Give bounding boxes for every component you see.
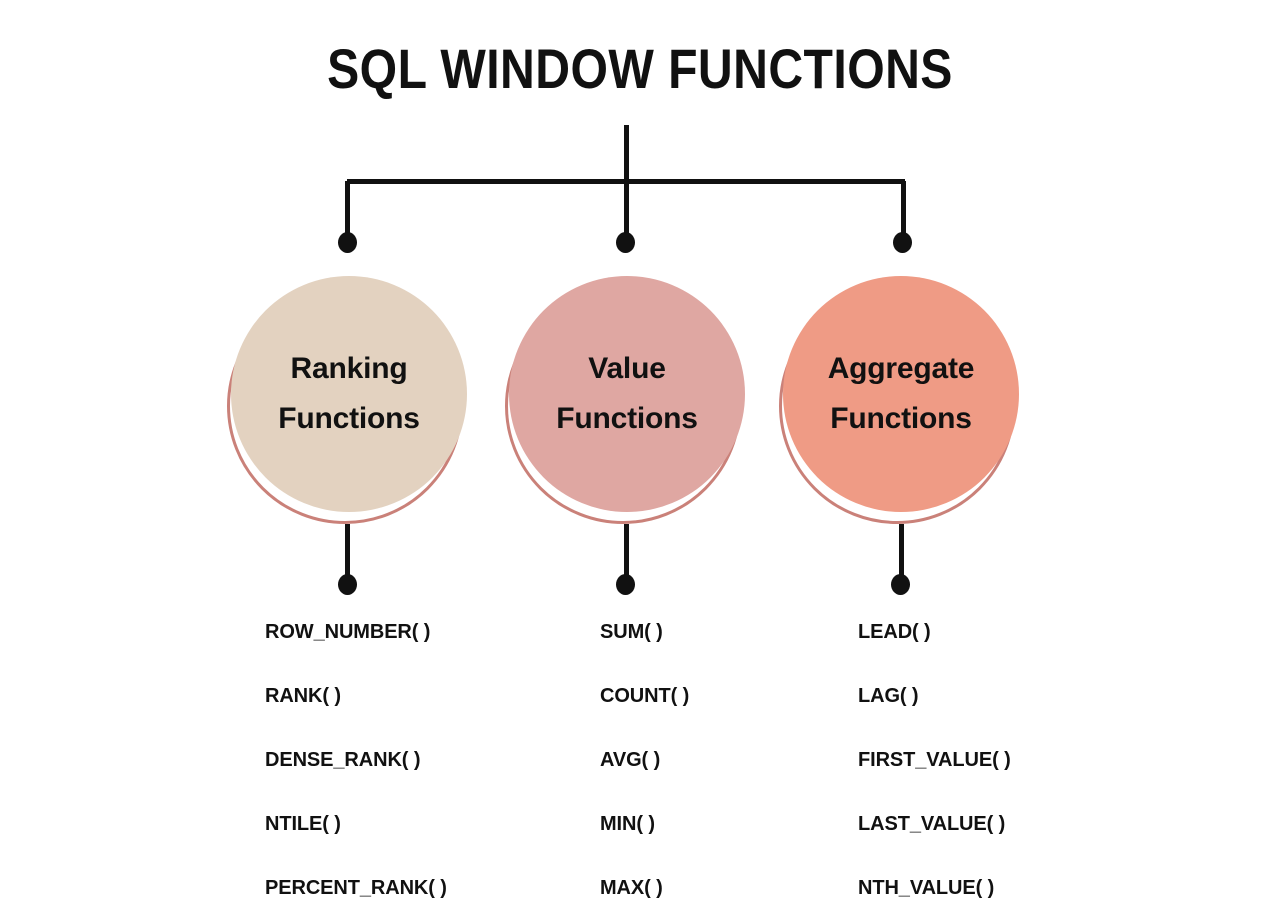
bubble-fill-value: Value Functions <box>509 276 745 512</box>
node-dot-bottom-middle <box>616 574 635 595</box>
function-item: SUM( ) <box>600 621 663 643</box>
bubble-label-ranking: Ranking Functions <box>278 352 420 435</box>
function-item: RANK( ) <box>265 685 341 707</box>
node-dot-top-right <box>893 232 912 253</box>
connector-stem-top <box>624 125 629 183</box>
function-item: PERCENT_RANK( ) <box>265 877 447 899</box>
connector-drop-left <box>345 181 350 241</box>
function-item: MAX( ) <box>600 877 663 899</box>
connector-drop2-left <box>345 524 350 580</box>
bubble-aggregate-functions[interactable]: Aggregate Functions <box>779 276 1023 526</box>
function-list-aggregate: LEAD( ) LAG( ) FIRST_VALUE( ) LAST_VALUE( )… <box>858 600 1011 920</box>
connector-drop-middle <box>624 181 629 241</box>
function-item: DENSE_RANK( ) <box>265 749 421 771</box>
node-dot-bottom-left <box>338 574 357 595</box>
function-item: LEAD( ) <box>858 621 931 643</box>
function-item: LAST_VALUE( ) <box>858 813 1006 835</box>
bubble-value-functions[interactable]: Value Functions <box>505 276 749 526</box>
connector-drop-right <box>901 181 906 241</box>
connector-drop2-right <box>899 524 904 580</box>
function-item: NTH_VALUE( ) <box>858 877 995 899</box>
function-item: ROW_NUMBER( ) <box>265 621 431 643</box>
function-list-ranking: ROW_NUMBER( ) RANK( ) DENSE_RANK( ) NTILE( … <box>265 600 447 920</box>
function-item: NTILE( ) <box>265 813 341 835</box>
connector-drop2-middle <box>624 524 629 580</box>
page-title: SQL WINDOW FUNCTIONS <box>327 37 953 100</box>
bubble-fill-aggregate: Aggregate Functions <box>783 276 1019 512</box>
function-item: MIN( ) <box>600 813 655 835</box>
function-list-value: SUM( ) COUNT( ) AVG( ) MIN( ) MAX( ) <box>600 600 689 920</box>
bubble-label-aggregate: Aggregate Functions <box>827 352 975 435</box>
function-item: LAG( ) <box>858 685 919 707</box>
function-item: AVG( ) <box>600 749 661 771</box>
bubble-ranking-functions[interactable]: Ranking Functions <box>227 276 471 526</box>
node-dot-top-middle <box>616 232 635 253</box>
node-dot-top-left <box>338 232 357 253</box>
bubble-label-value: Value Functions <box>556 352 698 435</box>
function-item: COUNT( ) <box>600 685 690 707</box>
bubble-fill-ranking: Ranking Functions <box>231 276 467 512</box>
node-dot-bottom-right <box>891 574 910 595</box>
function-item: FIRST_VALUE( ) <box>858 749 1011 771</box>
